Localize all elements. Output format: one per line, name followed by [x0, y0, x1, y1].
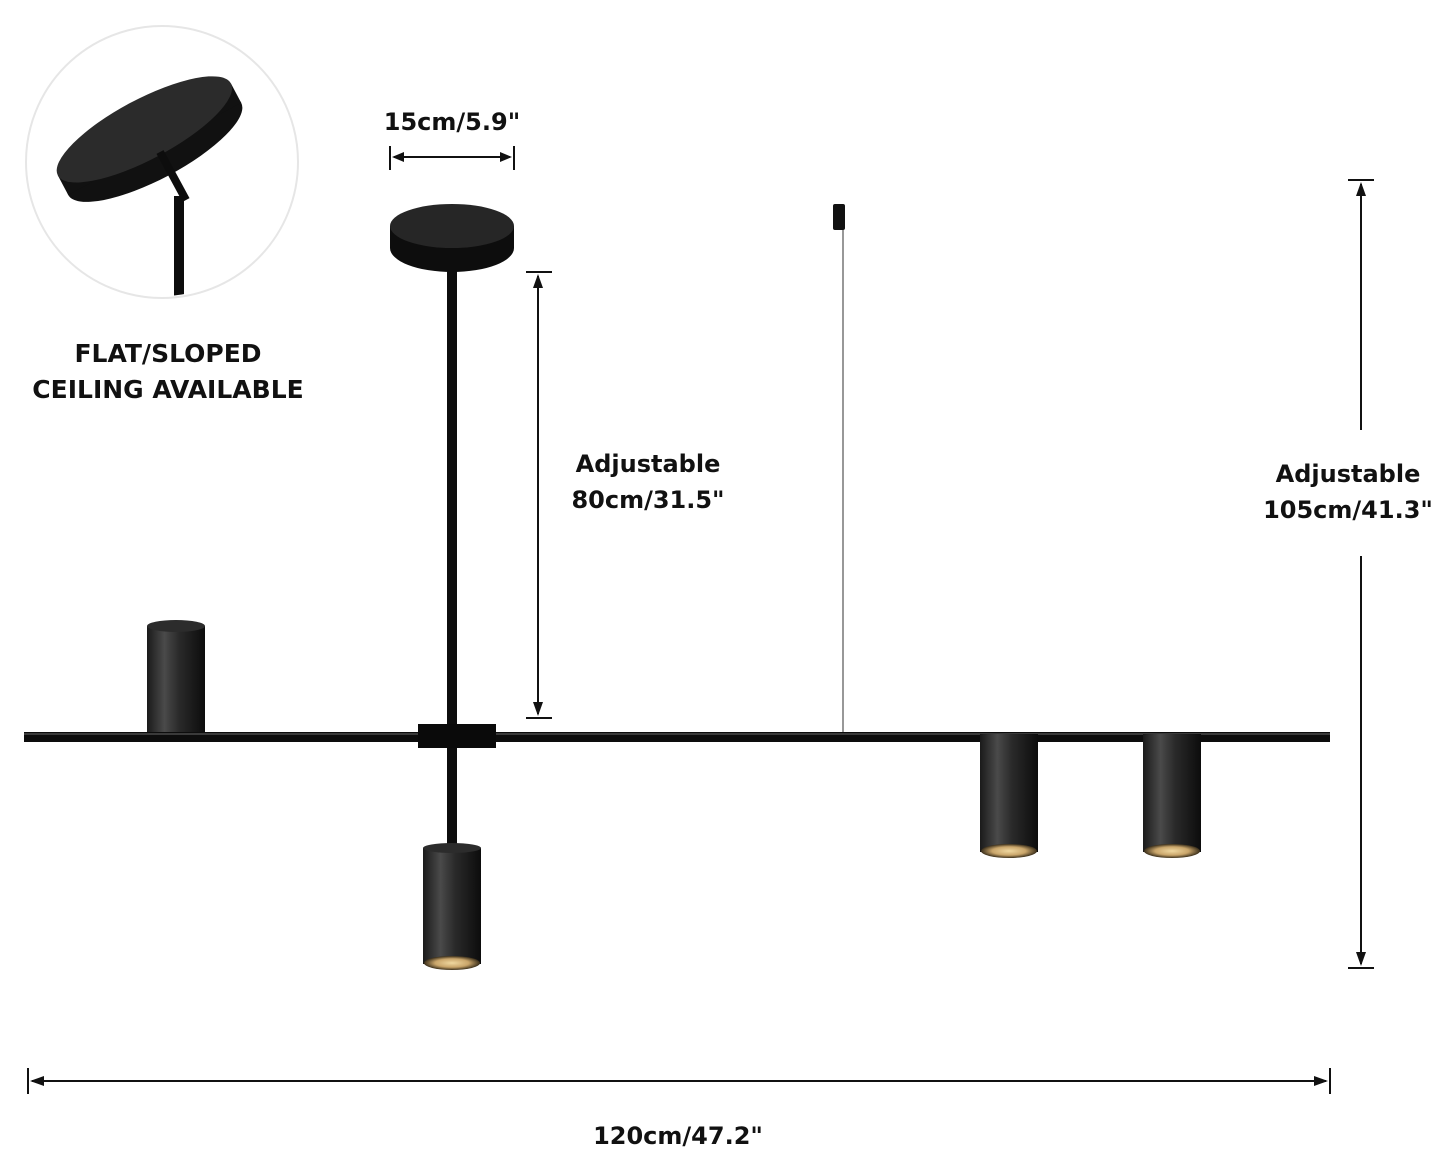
- spotlight-up-left: [147, 620, 205, 732]
- horizontal-bar: [24, 724, 1330, 748]
- total-adjust-line2: 105cm/41.3": [1263, 496, 1432, 524]
- spotlight-down-center: [423, 843, 481, 970]
- canopy-width-dimension: [389, 146, 515, 170]
- rod-adjust-dimension: [526, 271, 552, 719]
- total-width-dimension: [27, 1068, 1331, 1094]
- spotlight-down-right-1: [980, 734, 1038, 858]
- rod-adjust-label: Adjustable 80cm/31.5": [548, 446, 748, 518]
- ceiling-inset: [25, 25, 299, 299]
- warm-light-glow: [981, 844, 1037, 858]
- ceiling-note-line1: FLAT/SLOPED: [74, 339, 262, 368]
- total-width-text: 120cm/47.2": [593, 1122, 763, 1150]
- rod-adjust-line1: Adjustable: [575, 450, 721, 478]
- total-adjust-line1: Adjustable: [1275, 460, 1421, 488]
- spotlight-down-right-2: [1143, 734, 1201, 858]
- total-height-dimension: [1348, 179, 1374, 969]
- total-adjust-label: Adjustable 105cm/41.3": [1252, 456, 1432, 528]
- ceiling-note-line2: CEILING AVAILABLE: [32, 375, 304, 404]
- ceiling-canopy: [390, 204, 514, 272]
- canopy-width-label: 15cm/5.9": [372, 104, 532, 140]
- suspension-rod: [447, 266, 457, 726]
- suspension-wire: [833, 204, 845, 732]
- canopy-width-text: 15cm/5.9": [383, 108, 521, 136]
- lower-rod: [447, 748, 457, 850]
- sloped-canopy-icon: [56, 76, 243, 296]
- center-connector: [418, 724, 496, 748]
- total-width-label: 120cm/47.2": [560, 1118, 796, 1154]
- rod-adjust-line2: 80cm/31.5": [571, 486, 725, 514]
- warm-light-glow: [424, 956, 480, 970]
- ceiling-note: FLAT/SLOPED CEILING AVAILABLE: [20, 336, 316, 408]
- warm-light-glow: [1144, 844, 1200, 858]
